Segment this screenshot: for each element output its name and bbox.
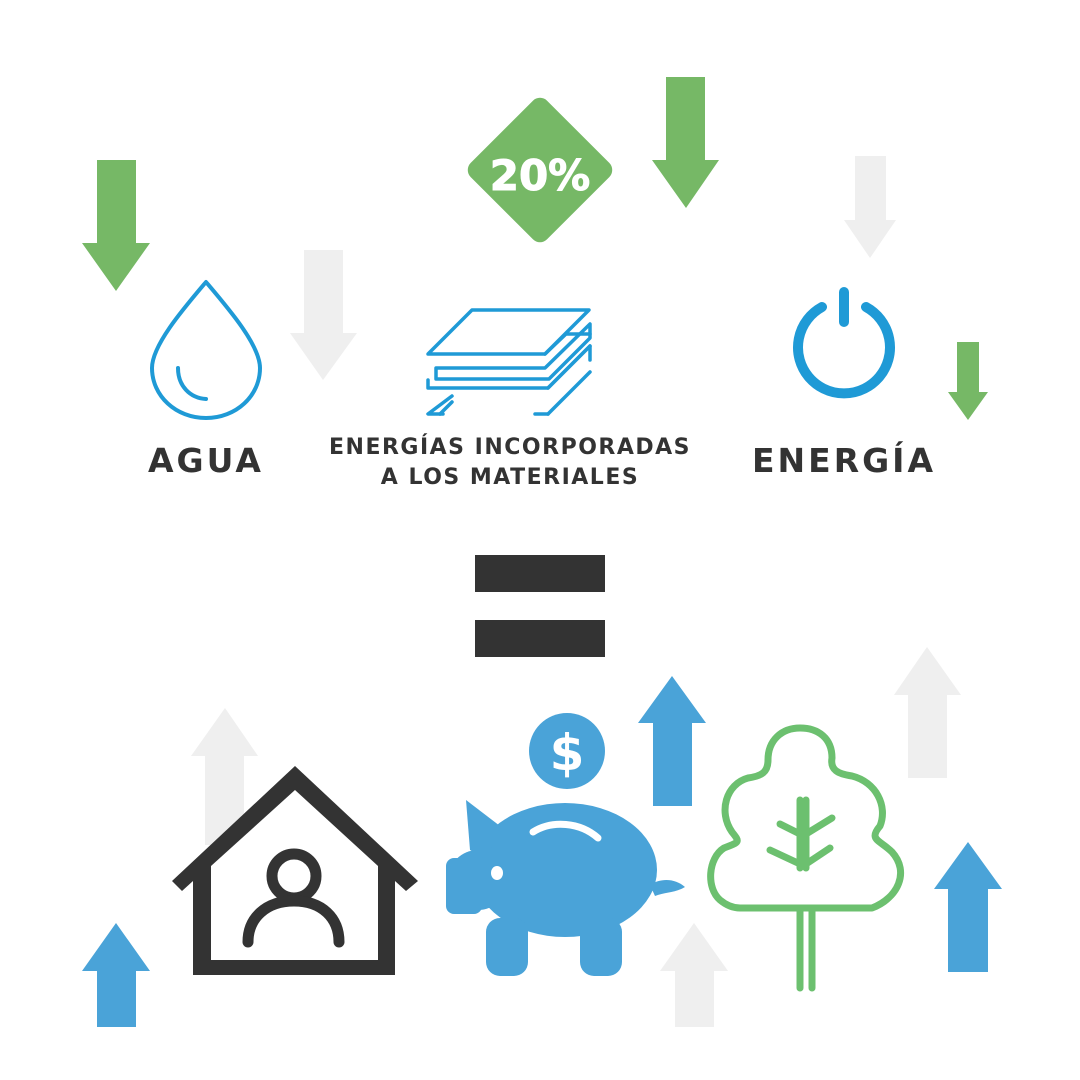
up-arrow-blue-left	[82, 923, 150, 1027]
badge-text: 20%	[490, 151, 591, 200]
materials-label-line-2: A LOS MATERIALES	[380, 465, 640, 490]
water-drop-icon	[150, 280, 262, 420]
materials-label-line-1: ENERGÍAS INCORPORADAS	[329, 435, 691, 460]
up-arrow-gray-bottom	[660, 923, 728, 1027]
down-arrow-green-left	[82, 160, 150, 291]
down-arrows	[82, 77, 988, 420]
tree-icon	[707, 724, 905, 992]
stacked-sheets-icon	[426, 308, 592, 416]
water-label: AGUA	[148, 441, 264, 480]
piggy-bank-icon	[446, 800, 685, 976]
up-arrow-blue-right	[934, 842, 1002, 972]
power-icon	[793, 287, 895, 399]
percentage-badge: 20%	[467, 97, 613, 243]
down-arrow-green-top	[652, 77, 719, 208]
equals-sign	[475, 555, 605, 657]
materials-label: ENERGÍAS INCORPORADAS A LOS MATERIALES	[300, 433, 720, 493]
up-arrow-blue-center	[638, 676, 706, 806]
up-arrow-gray-right	[894, 647, 961, 778]
up-arrow-gray-behind-house	[191, 708, 258, 845]
svg-text:$: $	[550, 724, 585, 782]
energy-label: ENERGÍA	[751, 441, 937, 480]
house-person-icon	[172, 766, 418, 975]
dollar-coin-icon: $	[529, 713, 605, 789]
up-arrows	[82, 647, 1002, 1027]
down-arrow-gray-right	[844, 156, 896, 258]
down-arrow-gray-left	[290, 250, 357, 380]
down-arrow-green-small	[948, 342, 988, 420]
